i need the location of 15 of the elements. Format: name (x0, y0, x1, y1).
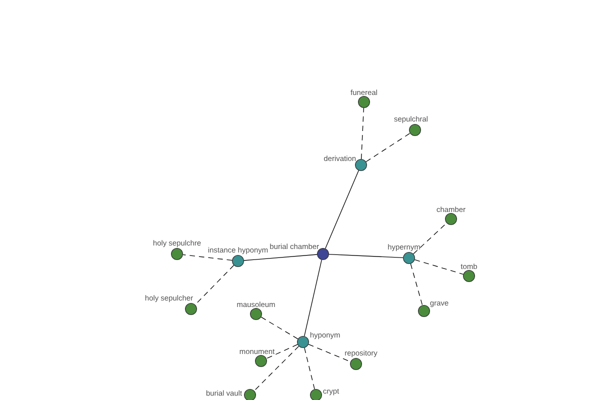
connector-line (366, 132, 410, 162)
connector-line (325, 170, 359, 249)
connector-line (360, 108, 364, 160)
connector-line (413, 222, 447, 254)
connector-line (410, 263, 423, 306)
connector-line (194, 264, 234, 306)
connector-line (260, 316, 298, 340)
connector-line (308, 344, 351, 362)
connector-line (182, 254, 232, 261)
connector-line (244, 254, 318, 261)
connector-line (304, 260, 322, 336)
connector-line (254, 346, 300, 392)
connector-line (414, 259, 464, 275)
connector-line (266, 344, 298, 359)
connector-line (328, 254, 404, 258)
